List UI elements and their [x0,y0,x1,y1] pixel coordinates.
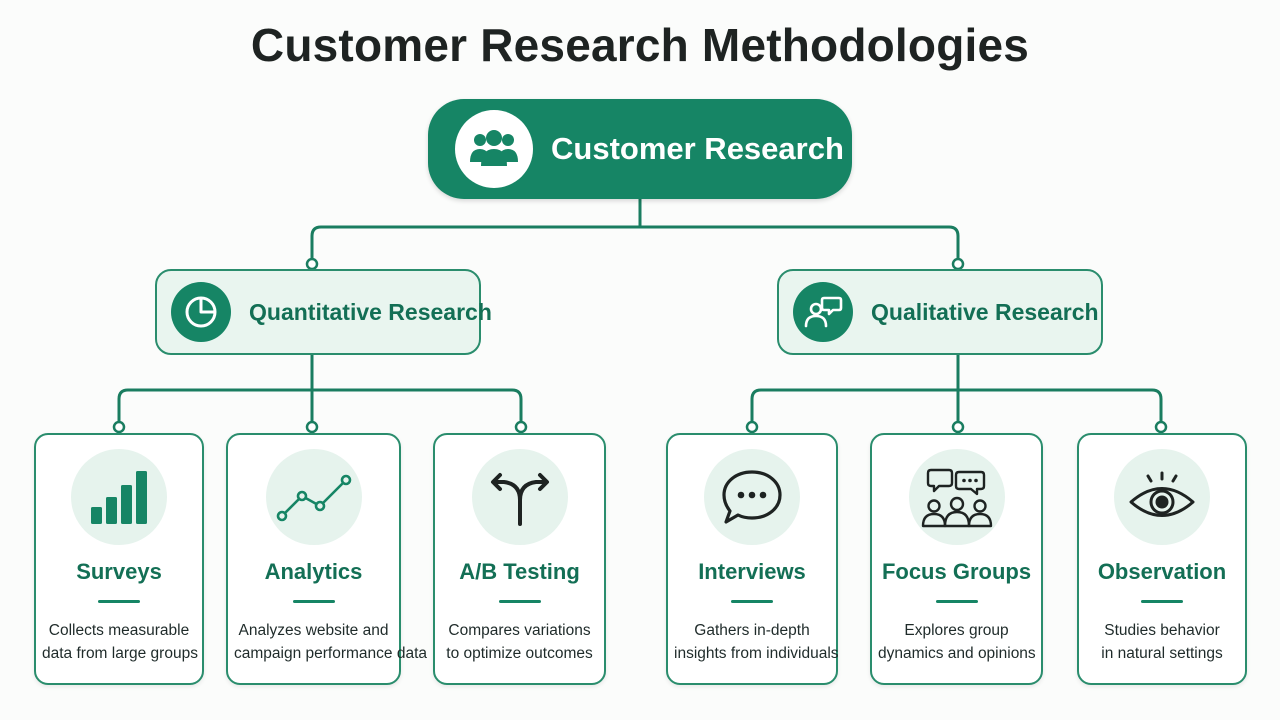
title-divider [731,600,773,603]
method-card-surveys: Surveys Collects measurable data from la… [34,433,204,685]
method-card-ab-testing: A/B Testing Compares variations to optim… [433,433,606,685]
method-description: Explores group dynamics and opinions [878,622,1036,662]
method-description: Analyzes website and campaign performanc… [234,622,428,662]
group-discussion-icon [908,449,1005,545]
split-arrows-icon [471,449,568,545]
method-description: Studies behavior in natural settings [1101,622,1223,662]
method-description: Compares variations to optimize outcomes [446,622,593,662]
method-description: Gathers in-depth insights from individua… [674,622,839,662]
users-group-icon [455,110,533,188]
branch-label: Quantitative Research [249,298,492,325]
branch-label: Qualitative Research [871,298,1099,325]
person-speech-icon [793,282,853,342]
method-description: Collects measurable data from large grou… [42,622,198,662]
root-node: Customer Research [428,99,852,199]
method-title: Analytics [264,559,363,584]
method-card-analytics: Analytics Analyzes website and campaign … [226,433,428,685]
method-title: Interviews [698,559,806,584]
line-chart-icon [265,449,362,545]
branch-qualitative-research: Qualitative Research [777,269,1103,355]
method-card-observation: Observation Studies behavior in natural … [1077,433,1247,685]
method-title: A/B Testing [459,559,580,584]
title-divider [292,600,335,603]
method-card-interviews: Interviews Gathers in-depth insights fro… [666,433,839,685]
title-divider [1141,600,1183,603]
pie-chart-icon [171,282,231,342]
method-title: Observation [1097,559,1227,584]
title-divider [935,600,978,603]
method-card-focus-groups: Focus Groups Explores group dynamics and… [870,433,1043,685]
title-divider [498,600,541,603]
eye-icon [1114,449,1210,545]
bar-chart-icon [71,449,167,545]
title-divider [98,600,140,603]
root-label: Customer Research [551,131,844,166]
method-title: Focus Groups [881,559,1032,584]
method-title: Surveys [76,559,162,584]
branch-quantitative-research: Quantitative Research [155,269,492,355]
page-title: Customer Research Methodologies [250,19,1030,71]
speech-bubble-icon [704,449,800,545]
